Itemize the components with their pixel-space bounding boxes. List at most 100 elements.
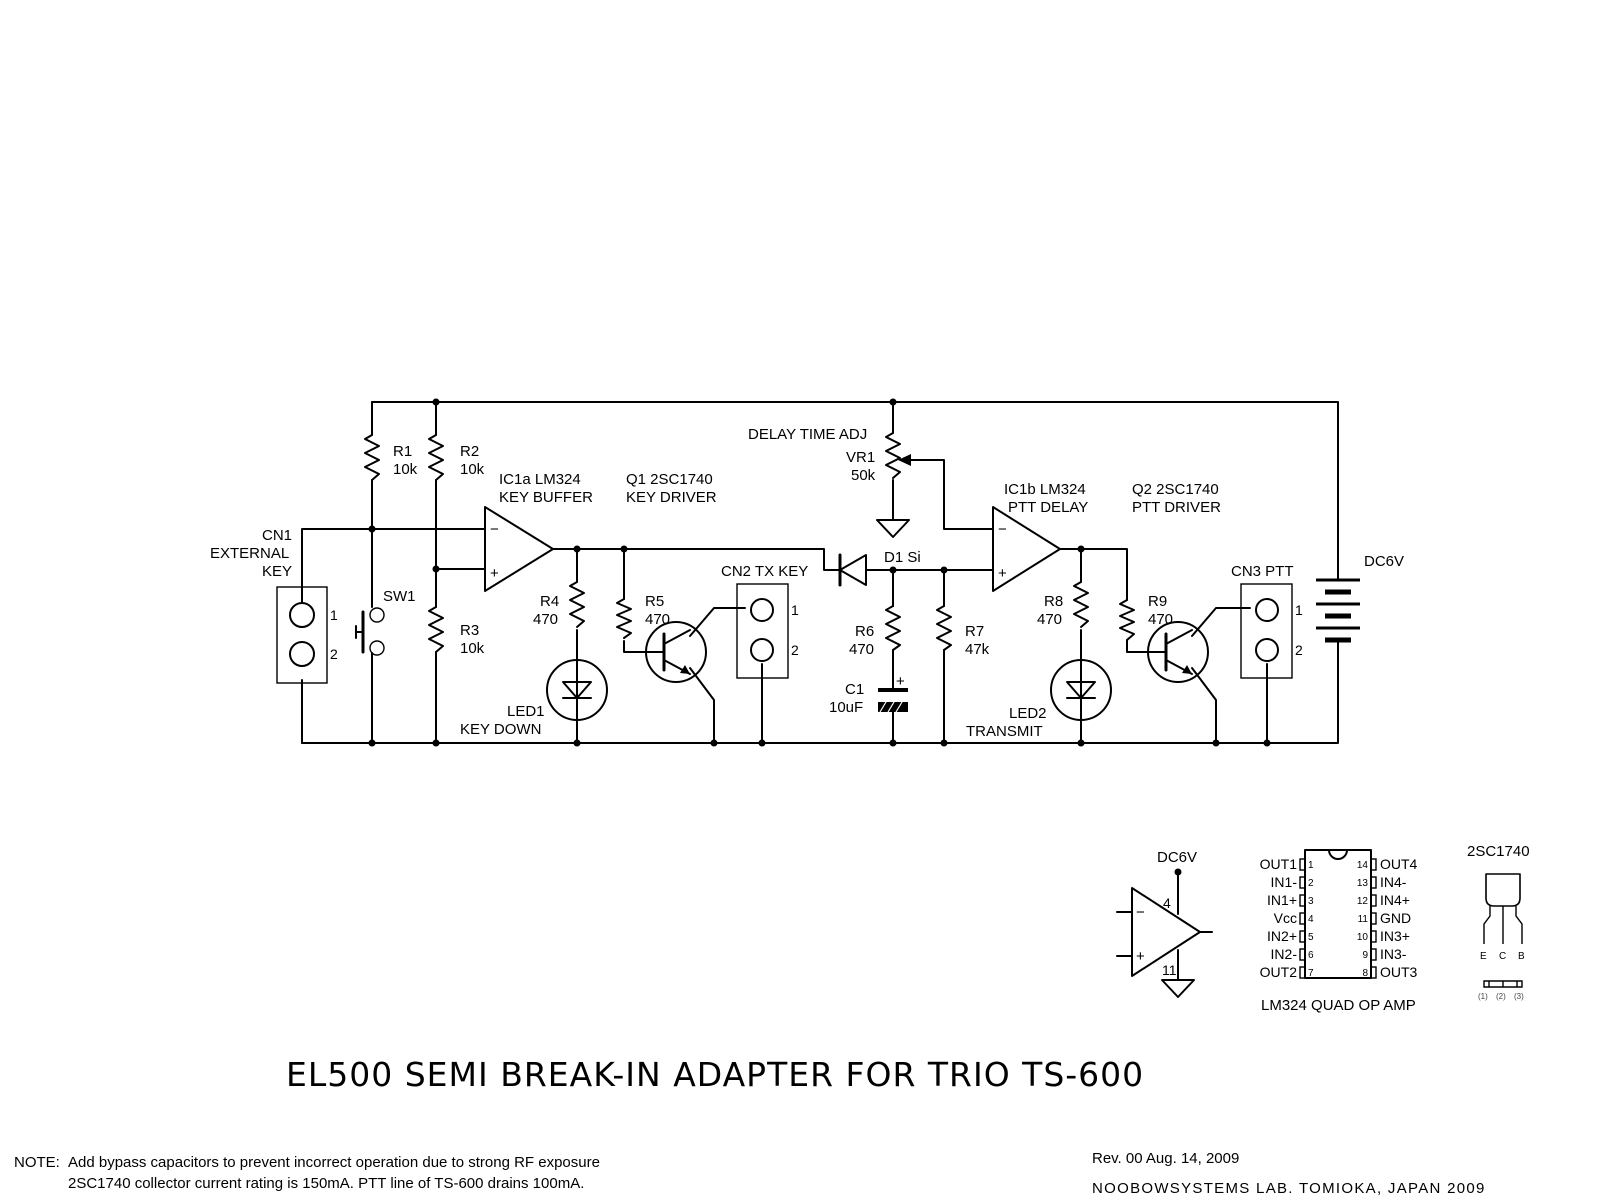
note-prefix: NOTE: [14, 1154, 60, 1171]
cn2-pin2-label: 2 [791, 642, 799, 658]
connector-cn1 [276, 586, 328, 684]
r8-ref: R8 [1044, 593, 1063, 610]
led-led1 [546, 659, 608, 721]
note-line2: 2SC1740 collector current rating is 150m… [68, 1175, 584, 1192]
lm324-pin-name: IN1- [1271, 874, 1298, 890]
r6-value: 470 [849, 641, 874, 658]
transistor-q2 [1147, 621, 1209, 683]
r5-ref: R5 [645, 593, 664, 610]
r7-value: 47k [965, 641, 990, 658]
opamp-plus-sign: + [490, 565, 499, 582]
inset-vcc-pin: 4 [1163, 895, 1171, 911]
r4-ref: R4 [540, 593, 559, 610]
lm324-pin-number: 8 [1362, 968, 1368, 979]
credit-text: NOOBOWSYSTEMS LAB. TOMIOKA, JAPAN 2009 [1092, 1180, 1486, 1197]
battery-dc6v [1316, 578, 1360, 648]
lm324-pin-name: OUT1 [1260, 856, 1298, 872]
lm324-pin-number: 2 [1308, 878, 1314, 889]
lm324-pin-number: 14 [1357, 860, 1369, 871]
lm324-pin-name: IN3- [1380, 946, 1407, 962]
lm324-pin-name: IN2- [1271, 946, 1298, 962]
note-line1: Add bypass capacitors to prevent incorre… [68, 1154, 600, 1171]
resistor-r9 [1119, 599, 1135, 641]
lm324-title: LM324 QUAD OP AMP [1261, 997, 1416, 1014]
opamp-ic1b: − + [992, 506, 1061, 592]
bottom-pin-2: (2) [1496, 992, 1506, 1001]
potentiometer-vr1 [885, 432, 911, 479]
ground-symbol [876, 519, 910, 538]
ic1a-name: IC1a LM324 [499, 471, 581, 488]
r1-value: 10k [393, 461, 418, 478]
r2-value: 10k [460, 461, 485, 478]
q2-name: Q2 2SC1740 [1132, 481, 1219, 498]
lm324-pin-number: 11 [1358, 914, 1369, 925]
lm324-pin-name: OUT2 [1260, 964, 1298, 980]
cn2-name: CN2 TX KEY [721, 563, 808, 580]
c1-value: 10uF [829, 699, 863, 716]
revision-text: Rev. 00 Aug. 14, 2009 [1092, 1150, 1239, 1167]
cn1-name-line2: KEY [262, 563, 292, 580]
lm324-pin-name: IN2+ [1267, 928, 1297, 944]
package-title: 2SC1740 [1467, 843, 1530, 860]
cn3-pin2-label: 2 [1295, 642, 1303, 658]
lm324-pin-name: Vcc [1274, 910, 1297, 926]
lm324-pin-stub [1299, 858, 1306, 871]
resistor-r2 [428, 434, 444, 481]
cn1-pin1-label: 1 [330, 607, 338, 623]
cn1-name-line1: EXTERNAL [210, 545, 289, 562]
led2-ref: LED2 [1009, 705, 1047, 722]
lm324-pin-stub [1299, 912, 1306, 925]
led-led2 [1050, 659, 1112, 721]
lm324-pin-name: GND [1380, 910, 1411, 926]
lm324-pin-number: 13 [1357, 878, 1369, 889]
r7-ref: R7 [965, 623, 984, 640]
ic1b-name: IC1b LM324 [1004, 481, 1086, 498]
inset-supply-label: DC6V [1157, 849, 1197, 866]
resistor-r5 [616, 598, 632, 639]
r1-ref: R1 [393, 443, 412, 460]
r9-value: 470 [1148, 611, 1173, 628]
lm324-pin-stub [1299, 876, 1306, 889]
r4-value: 470 [533, 611, 558, 628]
diode-d1 [838, 553, 881, 587]
r8-value: 470 [1037, 611, 1062, 628]
lm324-pin-stub [1299, 894, 1306, 907]
lm324-pin-number: 6 [1308, 950, 1314, 961]
inset-plus-sign: + [1136, 948, 1145, 965]
led2-name: TRANSMIT [966, 723, 1043, 740]
r5-value: 470 [645, 611, 670, 628]
lm324-pin-number: 10 [1357, 932, 1369, 943]
sw1-ref: SW1 [383, 588, 416, 605]
lm324-pin-name: IN3+ [1380, 928, 1410, 944]
opamp-power-inset: − + DC6V 4 11 [1116, 849, 1213, 998]
inset-gnd-pin: 11 [1162, 962, 1177, 978]
c1-ref: C1 [845, 681, 864, 698]
lm324-pin-name: IN4+ [1380, 892, 1410, 908]
r3-ref: R3 [460, 622, 479, 639]
lm324-pin-name: IN4- [1380, 874, 1407, 890]
led1-name: KEY DOWN [460, 721, 541, 738]
lm324-pin-stub [1370, 858, 1377, 871]
r6-ref: R6 [855, 623, 874, 640]
resistor-r7 [936, 605, 952, 651]
r2-ref: R2 [460, 443, 479, 460]
resistor-r1 [364, 434, 380, 481]
battery-label: DC6V [1364, 553, 1404, 570]
bottom-pin-3: (3) [1514, 992, 1524, 1001]
lead-c-label: C [1499, 951, 1506, 962]
resistor-r8 [1073, 581, 1089, 628]
lm324-pin-number: 5 [1308, 932, 1314, 943]
resistor-r3 [428, 606, 444, 653]
component-labels: CN1 EXTERNAL KEY 1 2 SW1 R1 10k R2 10k R… [210, 426, 1404, 740]
lm324-pin-stub [1299, 966, 1306, 979]
d1-name: D1 Si [884, 549, 921, 566]
lm324-pin-stub [1370, 930, 1377, 943]
q1-name: Q1 2SC1740 [626, 471, 713, 488]
lm324-pin-stub [1370, 912, 1377, 925]
switch-sw1 [355, 607, 385, 656]
r3-value: 10k [460, 640, 485, 657]
lm324-pin-number: 12 [1357, 896, 1369, 907]
lm324-pin-name: IN1+ [1267, 892, 1297, 908]
led1-ref: LED1 [507, 703, 545, 720]
